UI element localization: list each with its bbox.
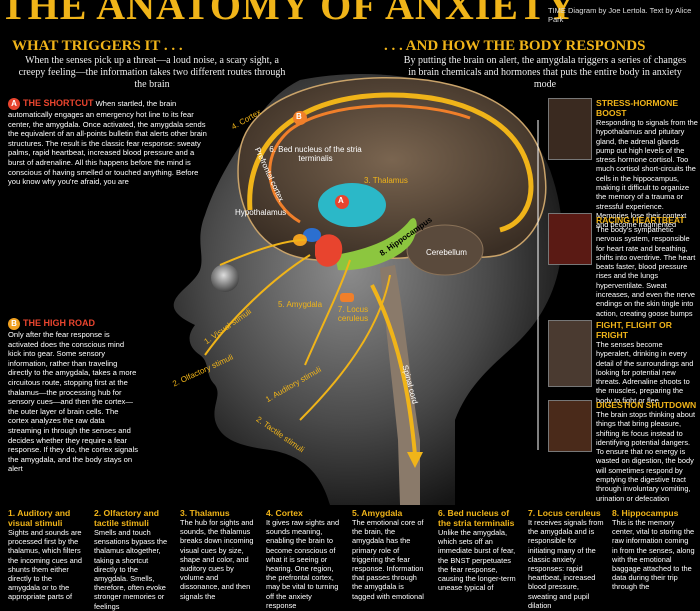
cerebellum-shape [406,224,484,276]
shortcut-heading: THE SHORTCUT [23,98,94,108]
olfactory-stimuli-path [204,254,311,356]
shortcut-text: When startled, the brain automatically e… [8,99,207,187]
marker-b-label: B [296,112,302,121]
heart-thumb [548,213,592,265]
label-thalamus: 3. Thalamus [364,176,408,185]
marker-a-label: A [338,196,344,205]
page-title: THE ANATOMY OF ANXIETY [0,0,577,28]
locus-ceruleus-shape [340,293,354,302]
response-heartbeat: RACING HEARTBEAT The body's sympathetic … [596,215,696,318]
highroad-heading: THE HIGH ROAD [23,318,95,328]
visual-stimuli-path [219,239,306,266]
highroad-text: Only after the fear response is activate… [8,330,139,474]
label-hypothalamus: Hypothalamus [235,208,287,217]
label-amygdala: 5. Amygdala [278,300,323,309]
left-section-title: WHAT TRIGGERS IT . . . [12,38,183,54]
left-intro: When the senses pick up a threat—a loud … [18,55,286,90]
stress-hormone-thumb [548,98,592,160]
spinal-arrow [370,284,417,456]
shortcut-badge: A [8,98,20,110]
hypothalamus-shape [303,228,321,242]
hippocampus-shape [335,218,417,271]
response-fight-flight: FIGHT, FLIGHT OR FRIGHT The senses becom… [596,320,694,405]
eye-shape [211,264,239,292]
label-locus: 7. Locus ceruleus [337,305,369,323]
thalamus-shape [318,183,386,227]
tactile-stimuli-path [299,274,391,421]
brain-outline [237,76,547,262]
right-intro: By putting the brain on alert, the amygd… [403,55,687,90]
auditory-stimuli-path [304,259,351,366]
muscle-thumb [548,320,592,387]
label-bed-nucleus: 6. Bed nucleus of the stria terminalis [269,145,362,163]
digestion-thumb [548,400,592,452]
amygdala-shape [315,234,343,267]
right-section-title: . . . AND HOW THE BODY RESPONDS [384,38,646,54]
response-digestion: DIGESTION SHUTDOWN The brain stops think… [596,400,697,503]
high-road-path [268,104,471,224]
highroad-badge: B [8,318,20,330]
cortex-path [247,92,534,233]
response-stress-hormone: STRESS-HORMONE BOOST Responding to signa… [596,98,698,230]
credit-line: TIME Diagram by Joe Lertola. Text by Ali… [548,6,692,24]
label-cerebellum: Cerebellum [426,248,467,257]
